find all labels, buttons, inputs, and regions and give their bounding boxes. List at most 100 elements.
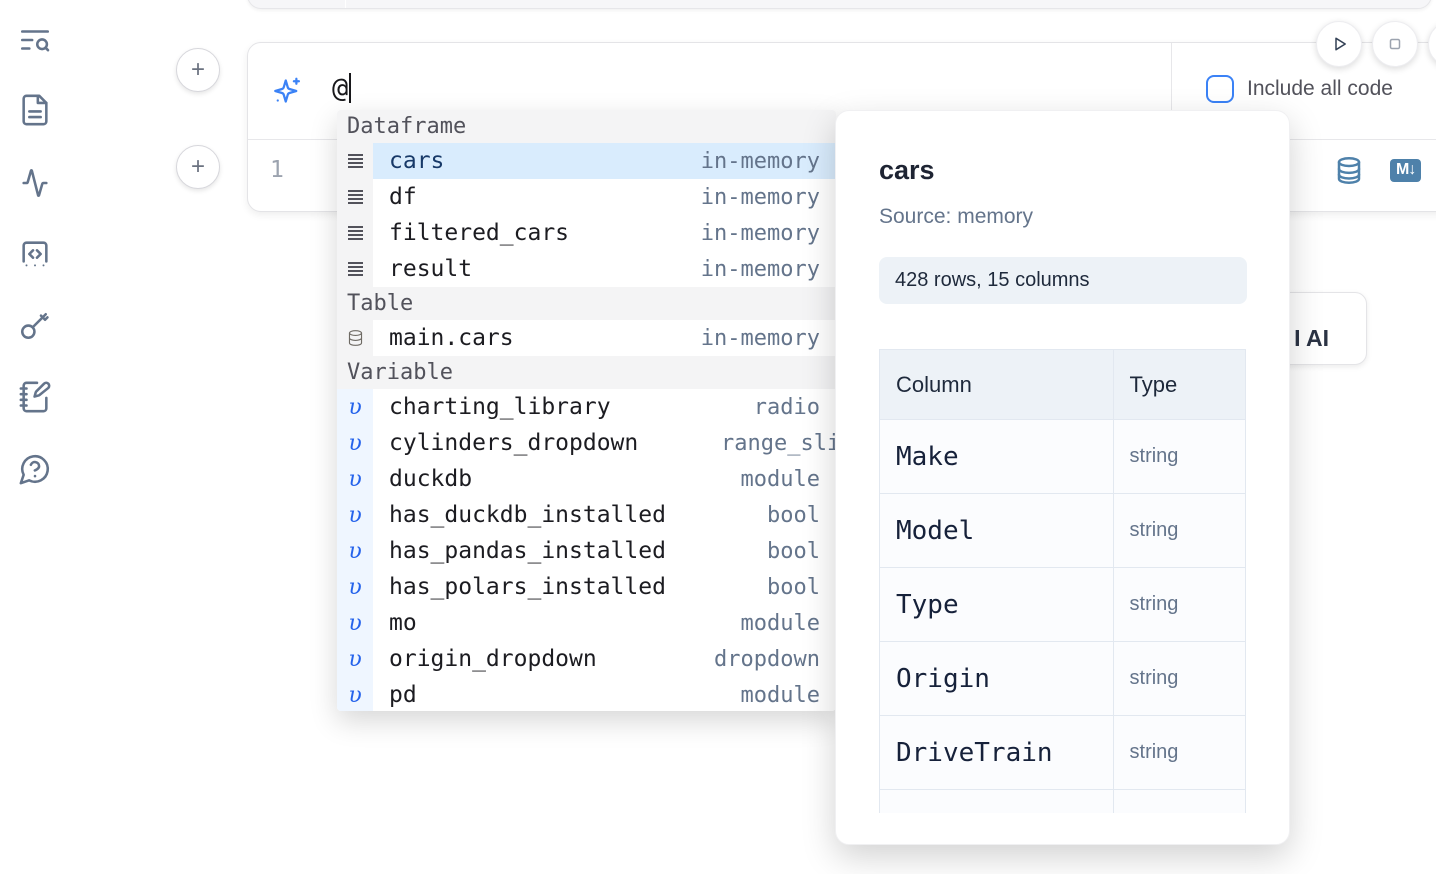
item-body: origin_dropdown dropdown (373, 641, 836, 677)
schema-column-name: DriveTrain (879, 715, 1114, 790)
variable-icon: υ (348, 646, 362, 672)
item-name: cylinders_dropdown (389, 430, 639, 456)
include-all-code-checkbox[interactable] (1206, 75, 1234, 103)
item-name: cars (389, 148, 445, 174)
item-gutter (337, 251, 373, 287)
add-cell-below-button[interactable]: + (176, 145, 220, 189)
schema-row (879, 789, 1247, 813)
item-name: has_polars_installed (389, 574, 666, 600)
schema-column-name: Make (879, 419, 1114, 494)
item-gutter (337, 215, 373, 251)
autocomplete-item[interactable]: result in-memory (337, 251, 836, 287)
item-gutter: υ (337, 641, 373, 677)
item-name: charting_library (389, 394, 611, 420)
left-sidebar (0, 0, 72, 874)
item-gutter (337, 143, 373, 179)
item-type: bool (767, 502, 820, 528)
key-icon[interactable] (18, 307, 54, 343)
item-type: module (740, 610, 820, 636)
ai-row-divider (1171, 43, 1172, 139)
ai-prompt-input[interactable]: @ (332, 73, 1032, 109)
item-type: in-memory (700, 220, 820, 246)
item-type: module (740, 466, 820, 492)
database-icon[interactable] (1334, 154, 1364, 187)
schema-header-column: Column (879, 349, 1114, 420)
schema-column-name (879, 789, 1114, 813)
item-name: main.cars (389, 325, 514, 351)
item-name: origin_dropdown (389, 646, 597, 672)
include-all-code-toggle[interactable]: Include all code (1206, 75, 1393, 103)
markdown-icon[interactable]: M↓ (1390, 159, 1422, 182)
item-body: main.cars in-memory (373, 320, 836, 356)
autocomplete-item[interactable]: υ cylinders_dropdown range_slider (337, 425, 836, 461)
previous-cell-divider (345, 0, 346, 8)
schema-column-type: string (1112, 567, 1247, 642)
item-gutter (337, 179, 373, 215)
code-editor-row[interactable]: 1 M↓ (248, 140, 1436, 212)
include-all-code-label: Include all code (1247, 77, 1393, 100)
add-cell-above-button[interactable]: + (176, 48, 220, 92)
item-type: dropdown (714, 646, 820, 672)
help-chat-icon[interactable] (18, 451, 54, 487)
code-box-icon[interactable] (18, 236, 54, 272)
text-cursor (349, 73, 352, 103)
run-cell-button[interactable] (1316, 21, 1362, 67)
item-name: result (389, 256, 473, 282)
variable-icon: υ (348, 466, 362, 492)
dataframe-preview-panel: cars Source: memory 428 rows, 15 columns… (835, 110, 1290, 845)
schema-column-type: string (1112, 493, 1247, 568)
schema-column-name: Type (879, 567, 1114, 642)
item-gutter: υ (337, 389, 373, 425)
autocomplete-item[interactable]: υ origin_dropdown dropdown (337, 641, 836, 677)
dataframe-rows-icon (347, 225, 364, 241)
notebook-pen-icon[interactable] (18, 379, 54, 415)
variable-icon: υ (348, 574, 362, 600)
autocomplete-section-header: Table (337, 287, 836, 320)
item-gutter: υ (337, 497, 373, 533)
dataframe-rows-icon (347, 153, 364, 169)
list-search-icon[interactable] (18, 22, 54, 58)
line-number: 1 (270, 157, 284, 183)
schema-column-name: Origin (879, 641, 1114, 716)
item-gutter: υ (337, 425, 373, 461)
autocomplete-section-header: Variable (337, 356, 836, 389)
item-type: range_slider (721, 430, 836, 456)
file-icon[interactable] (18, 92, 54, 128)
item-gutter: υ (337, 461, 373, 497)
item-type: in-memory (700, 325, 820, 351)
variable-icon: υ (348, 538, 362, 564)
item-name: has_pandas_installed (389, 538, 666, 564)
activity-icon[interactable] (18, 165, 54, 201)
item-gutter: υ (337, 605, 373, 641)
item-gutter: υ (337, 533, 373, 569)
preview-title: cars (879, 155, 935, 185)
stop-button[interactable] (1372, 21, 1418, 67)
autocomplete-item[interactable]: main.cars in-memory (337, 320, 836, 356)
item-gutter (337, 320, 373, 356)
variable-icon: υ (348, 502, 362, 528)
cell-actions: M↓ (1334, 154, 1422, 187)
item-type: in-memory (700, 256, 820, 282)
